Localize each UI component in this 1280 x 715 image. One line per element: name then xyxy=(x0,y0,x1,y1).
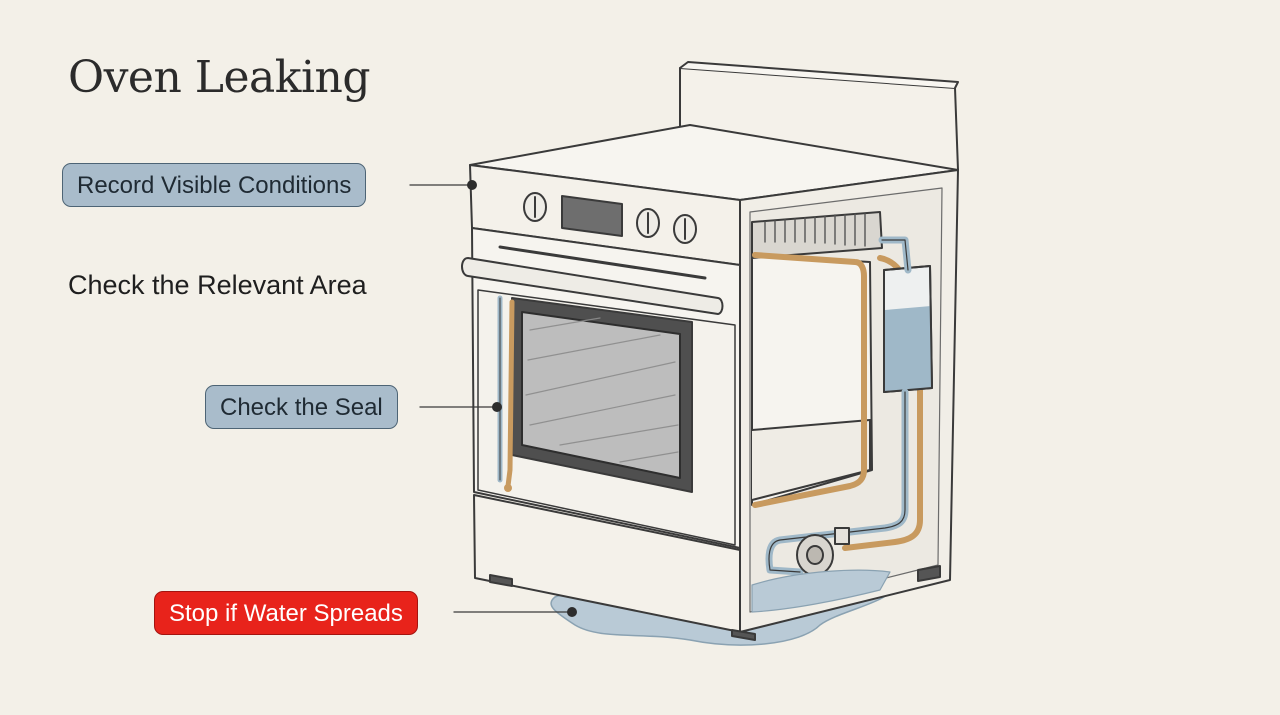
foot-left xyxy=(489,574,513,587)
page-title: Oven Leaking xyxy=(68,52,371,103)
door-handle xyxy=(461,257,724,315)
check-area-label: Check the Relevant Area xyxy=(68,270,367,300)
check-seal-label: Check the Seal xyxy=(205,385,398,429)
stop-water-label: Stop if Water Spreads xyxy=(154,591,418,635)
foot-right xyxy=(917,565,941,582)
foot-center xyxy=(731,629,756,641)
display-screen xyxy=(561,195,623,237)
seal-drip xyxy=(505,299,515,489)
heating-tube xyxy=(752,252,867,508)
record-conditions-label: Record Visible Conditions xyxy=(62,163,367,207)
